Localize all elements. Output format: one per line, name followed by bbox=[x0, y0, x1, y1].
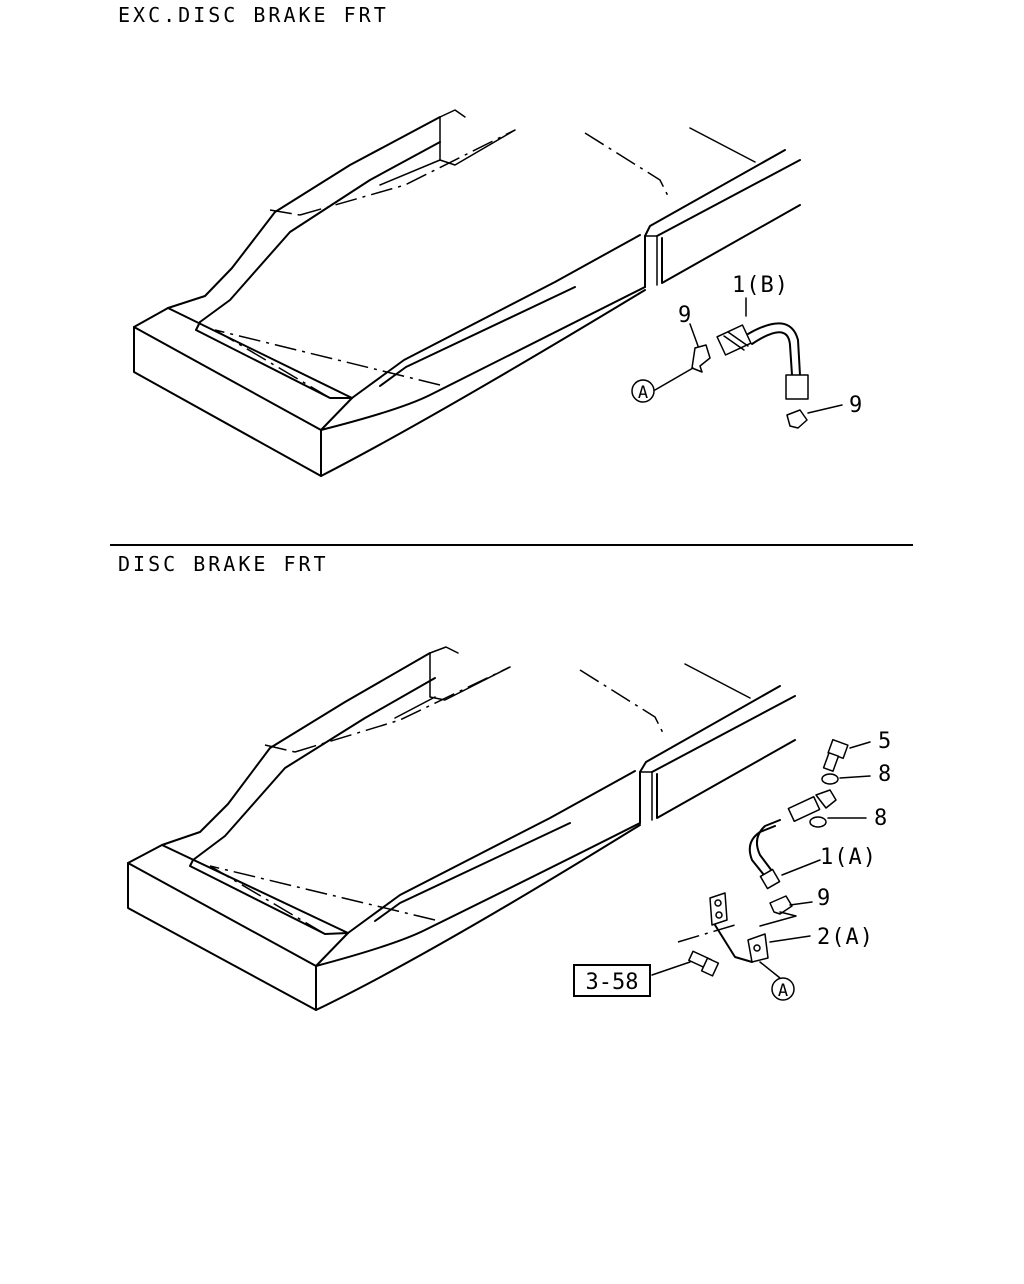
bracket-2a bbox=[709, 892, 811, 979]
clip-9 bbox=[759, 895, 813, 927]
section-exc-disc-brake: EXC.DISC BRAKE FRT bbox=[118, 3, 863, 477]
callout-9: 9 bbox=[817, 886, 831, 911]
clip-9-lower bbox=[786, 404, 843, 429]
frame-rail-drawing bbox=[133, 109, 801, 477]
clip-9-upper bbox=[654, 323, 711, 391]
brake-hose-1a bbox=[748, 789, 837, 890]
reference-box-3-58[interactable]: 3-58 bbox=[573, 964, 651, 997]
callout-1a: 1(A) bbox=[820, 845, 877, 870]
callout-5: 5 bbox=[878, 729, 892, 754]
bolt-ref-3-58 bbox=[651, 924, 736, 977]
callout-1b: 1(B) bbox=[732, 273, 789, 298]
washer-8-upper bbox=[821, 773, 871, 785]
reference-box-label[interactable]: 3-58 bbox=[586, 970, 639, 995]
callout-2a: 2(A) bbox=[817, 925, 874, 950]
bolt-5 bbox=[822, 738, 871, 772]
reference-circle-a-2 bbox=[771, 977, 795, 1001]
callout-8-lower: 8 bbox=[874, 806, 888, 831]
callout-9-upper: 9 bbox=[678, 303, 692, 328]
section-title-exc-disc-brake: EXC.DISC BRAKE FRT bbox=[118, 3, 389, 27]
callout-8-upper: 8 bbox=[878, 762, 892, 787]
reference-circle-a-label: A bbox=[638, 383, 648, 403]
section-title-disc-brake: DISC BRAKE FRT bbox=[118, 552, 329, 576]
washer-8-lower bbox=[809, 816, 867, 828]
section-disc-brake: DISC BRAKE FRT bbox=[118, 552, 892, 1011]
brake-hose-1b bbox=[716, 322, 809, 400]
callout-9-lower: 9 bbox=[849, 393, 863, 418]
reference-circle-a bbox=[631, 379, 655, 403]
reference-circle-a-2-label: A bbox=[778, 981, 788, 1001]
frame-rail-drawing-2 bbox=[127, 646, 796, 1011]
